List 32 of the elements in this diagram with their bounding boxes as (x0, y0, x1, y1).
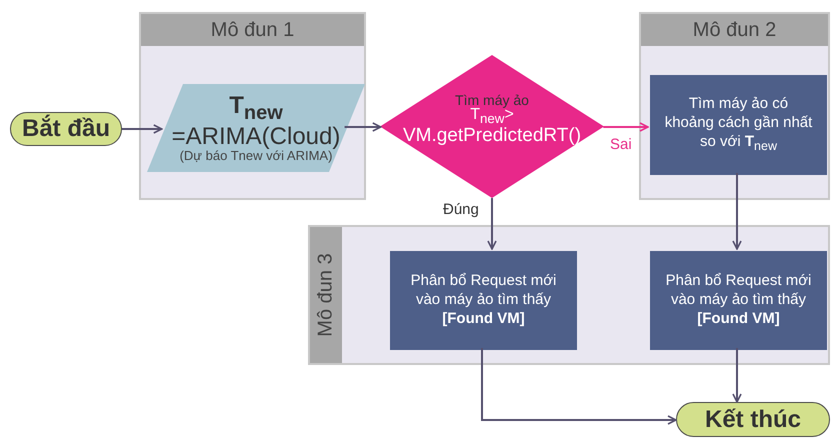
process-text: Phân bổ Request mới vào máy ảo tìm thấy [Found VM] (664, 272, 812, 329)
module-header: Mô đun 2 (641, 14, 828, 46)
arrow (732, 348, 742, 403)
condition-text: T$_{new}$> (470, 107, 514, 126)
condition-text: VM.getPredictedRT() (402, 126, 582, 146)
condition-text: Tìm máy ảo (455, 92, 529, 108)
arrow (122, 124, 163, 134)
process-text: Tìm máy ảo có khoảng cách gần nhất so với T$_{new}$ (664, 95, 813, 155)
arrow (603, 122, 649, 132)
process-box (650, 251, 827, 350)
module-panel (308, 225, 830, 365)
process-box (650, 75, 827, 175)
formula-text: =ARIMA(Cloud) (172, 124, 340, 150)
formula-text: T$_{new}$ (229, 93, 283, 124)
terminal-pill (10, 112, 122, 146)
module-header-text: Mô đun 3 (314, 253, 338, 337)
terminal-text: Kết thúc (705, 406, 801, 434)
terminal-pill (676, 402, 830, 437)
module-header: Mô đun 1 (141, 14, 364, 46)
arrow (487, 198, 497, 250)
arrow (732, 173, 742, 250)
process-text: Phân bổ Request mới vào máy ảo tìm thấy [Found VM] (410, 272, 558, 329)
io-parallelogram (147, 84, 365, 172)
arrow (344, 122, 382, 132)
process-box (390, 251, 577, 350)
arrow (481, 348, 677, 425)
module-panel (639, 12, 830, 200)
edge-label: Đúng (441, 202, 481, 218)
formula-text: (Dự báo Tnew với ARIMA) (180, 149, 332, 163)
terminal-text: Bắt đầu (22, 115, 110, 143)
module-panel (139, 12, 366, 200)
decision-diamond (380, 55, 604, 198)
